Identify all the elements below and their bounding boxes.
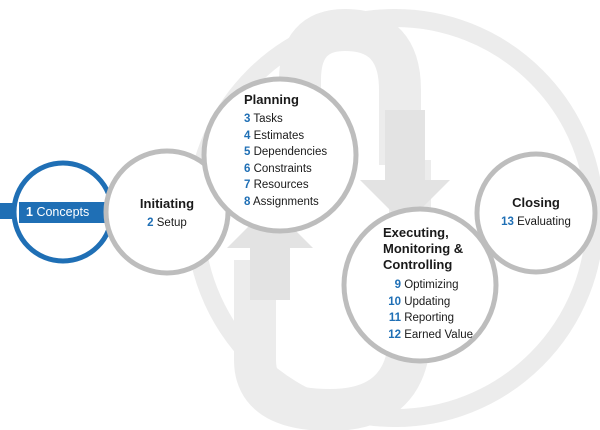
- planning-title: Planning: [244, 92, 299, 107]
- initiating-title: Initiating: [139, 196, 195, 211]
- background-flow-loop: [234, 160, 431, 430]
- executing-title-line-1: Executing,: [383, 225, 449, 240]
- planning-label: Planning 3 Tasks 4 Estimates 5 Dependenc…: [244, 92, 327, 210]
- executing-item: 10 Updating: [388, 295, 451, 308]
- planning-item: 4 Estimates: [244, 129, 305, 142]
- planning-circle: [201, 76, 359, 234]
- executing-item: 11 Reporting: [388, 312, 455, 324]
- executing-circle: [341, 206, 499, 364]
- closing-item: 13 Evaluating: [501, 216, 571, 228]
- down-arrow: [360, 110, 450, 225]
- initiating-item: 2 Setup: [147, 217, 187, 229]
- executing-label: Executing, Monitoring & Controlling 9 Op…: [383, 225, 473, 343]
- planning-item: 3 Tasks: [244, 113, 283, 125]
- concepts-label-bar: [19, 202, 105, 223]
- concepts-label: 1 Concepts: [26, 204, 89, 221]
- planning-item: 6 Constraints: [244, 162, 312, 175]
- closing-title: Closing: [512, 195, 560, 210]
- executing-title-line-3: Controlling: [383, 257, 453, 272]
- initiating-label: Initiating 2 Setup: [117, 196, 217, 232]
- closing-circle: [474, 151, 598, 275]
- concepts-number: 1: [26, 205, 33, 219]
- planning-item: 8 Assignments: [244, 195, 319, 208]
- executing-item: 12 Earned Value: [388, 328, 474, 341]
- planning-item: 5 Dependencies: [244, 146, 328, 158]
- background-flow-loop-top: [279, 8, 421, 170]
- concepts-text: Concepts: [36, 205, 90, 219]
- planning-item: 7 Resources: [244, 179, 309, 191]
- executing-item: 9 Optimizing: [394, 279, 459, 291]
- closing-label: Closing 13 Evaluating: [486, 195, 586, 231]
- executing-title-line-2: Monitoring &: [383, 241, 464, 256]
